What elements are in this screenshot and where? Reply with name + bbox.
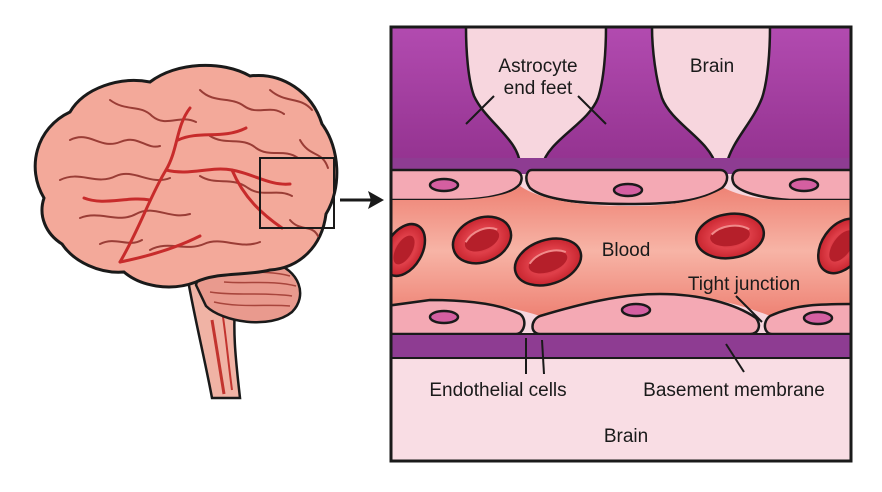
leader-lines [465, 95, 763, 375]
astrocyte-label-line2: end feet [504, 78, 573, 99]
basement-membrane-bottom [391, 333, 851, 359]
tight-junction-label: Tight junction [688, 274, 800, 295]
zoom-panel: Astrocyte end feet Brain Blood Tight jun… [389, 25, 853, 463]
endothelial-cells-label: Endothelial cells [429, 380, 566, 401]
endothelial-cells-bottom [391, 292, 851, 336]
red-blood-cells [391, 212, 851, 287]
brain-bottom-label: Brain [604, 426, 648, 447]
zoom-panel-border [389, 25, 853, 463]
brain-top-label: Brain [690, 56, 734, 77]
astrocyte-label-line1: Astrocyte [498, 56, 577, 77]
brain-illustration [33, 63, 384, 400]
blood-label: Blood [602, 240, 651, 261]
endothelial-cells-top [391, 168, 851, 206]
astrocyte-end-feet [391, 27, 851, 168]
basement-membrane-label: Basement membrane [643, 380, 825, 401]
